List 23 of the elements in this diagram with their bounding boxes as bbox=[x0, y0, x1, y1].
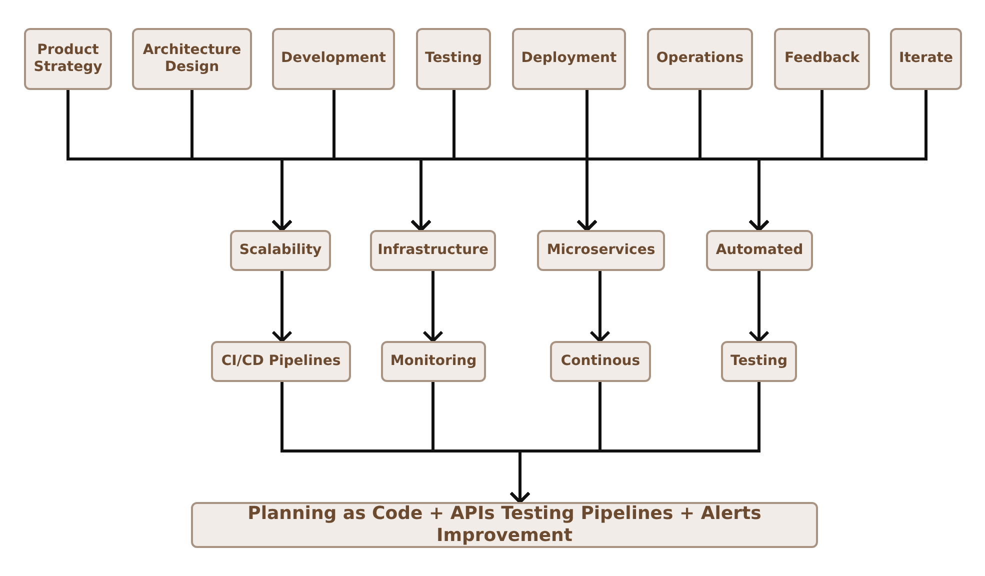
process-box: Testing bbox=[721, 341, 797, 382]
process-box: Scalability bbox=[230, 230, 331, 271]
process-box: Testing bbox=[416, 28, 491, 90]
connector-arrow bbox=[510, 382, 760, 504]
process-box: Deployment bbox=[512, 28, 626, 90]
process-box: Infrastructure bbox=[370, 230, 496, 271]
process-box: Operations bbox=[647, 28, 753, 90]
connector-arrow bbox=[422, 271, 444, 342]
process-box: Product Strategy bbox=[24, 28, 112, 90]
process-box: Automated bbox=[706, 230, 813, 271]
process-box: Architecture Design bbox=[132, 28, 252, 90]
process-box: CI/CD Pipelines bbox=[211, 341, 351, 382]
process-box: Continous bbox=[550, 341, 651, 382]
connector-arrow bbox=[272, 271, 292, 342]
process-box: Microservices bbox=[537, 230, 665, 271]
connector-arrow bbox=[748, 90, 928, 232]
process-box: Development bbox=[272, 28, 395, 90]
process-box: Feedback bbox=[774, 28, 870, 90]
connector-arrow bbox=[590, 271, 610, 342]
process-box: Monitoring bbox=[381, 341, 486, 382]
process-box: Iterate bbox=[890, 28, 962, 90]
process-box: Planning as Code + APIs Testing Pipelines + Alerts Improvement bbox=[191, 502, 818, 548]
connector-arrow bbox=[748, 271, 770, 342]
